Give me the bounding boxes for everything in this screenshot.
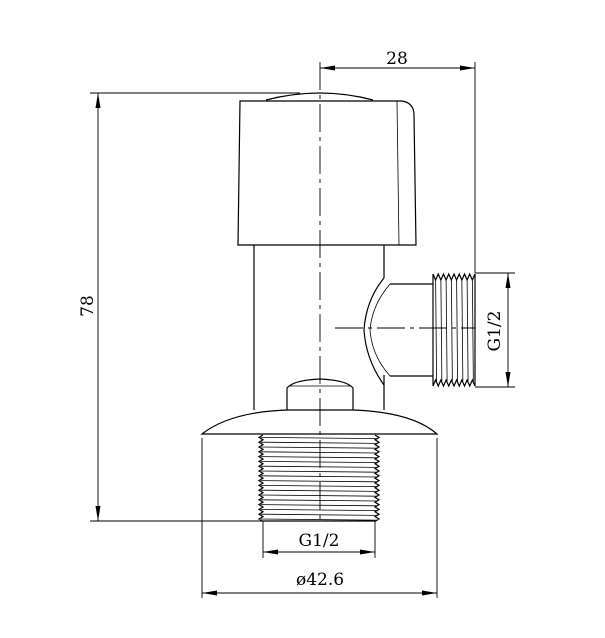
dimension-base-diameter: ø42.6 (201, 438, 438, 598)
base-flange (200, 409, 439, 435)
dimension-label-bottom-g1-2: G1/2 (299, 531, 340, 551)
dimension-side-thread: G1/2 (475, 272, 515, 388)
valve-handle-cap (237, 92, 417, 246)
thread-line (260, 470, 378, 473)
valve-stem (253, 245, 385, 410)
thread-crest (373, 434, 381, 522)
side-outlet (363, 272, 476, 388)
thread-line (260, 451, 378, 454)
thread-line (466, 278, 469, 382)
thread-line (435, 278, 437, 382)
dimension-label-78: 78 (78, 295, 98, 317)
dimension-label-28: 28 (386, 49, 408, 69)
bottom-thread (257, 434, 381, 522)
thread-line (260, 509, 378, 511)
side-outlet-thread (432, 272, 476, 388)
thread-crest (257, 434, 265, 522)
thread-line (260, 518, 378, 521)
thread-line (260, 504, 378, 507)
thread-line (260, 461, 378, 463)
thread-line (260, 446, 378, 449)
thread-line (456, 278, 458, 382)
thread-line (260, 499, 378, 502)
dimension-bottom-thread: G1/2 (262, 521, 376, 558)
thread-line (461, 278, 464, 382)
thread-line (260, 456, 378, 459)
thread-line (260, 441, 378, 444)
dimension-height-78: 78 (78, 92, 300, 522)
thread-line (445, 278, 448, 382)
dimension-width-28: 28 (320, 49, 476, 273)
thread-crest (432, 378, 476, 388)
thread-line (260, 494, 378, 497)
thread-line (450, 278, 453, 382)
thread-line (260, 513, 378, 516)
thread-crest (432, 272, 476, 282)
thread-line (260, 489, 378, 492)
thread-line (260, 465, 378, 468)
thread-line (260, 485, 378, 487)
thread-line (260, 437, 378, 439)
thread-line (440, 278, 443, 382)
dimension-label-side-g1-2: G1/2 (485, 311, 505, 352)
thread-line (260, 480, 378, 483)
thread-line (260, 475, 378, 478)
dimension-label-diameter: ø42.6 (296, 570, 344, 590)
thread-line (471, 278, 474, 382)
